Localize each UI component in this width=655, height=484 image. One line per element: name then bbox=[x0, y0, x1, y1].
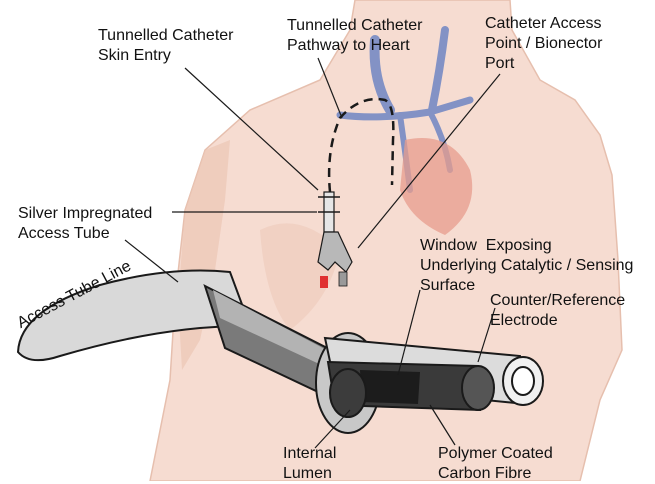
label-pathway: Tunnelled Catheter Pathway to Heart bbox=[287, 16, 423, 56]
label-internal-lumen: Internal Lumen bbox=[283, 444, 336, 484]
label-window: Window Exposing Underlying Catalytic / S… bbox=[420, 236, 633, 296]
label-carbon-fibre: Polymer Coated Carbon Fibre bbox=[438, 444, 553, 484]
label-silver-tube: Silver Impregnated Access Tube bbox=[18, 204, 152, 244]
label-skin-entry: Tunnelled Catheter Skin Entry bbox=[98, 26, 234, 66]
label-counter-electrode: Counter/Reference Electrode bbox=[490, 291, 625, 331]
label-access-point: Catheter Access Point / Bionector Port bbox=[485, 14, 602, 74]
